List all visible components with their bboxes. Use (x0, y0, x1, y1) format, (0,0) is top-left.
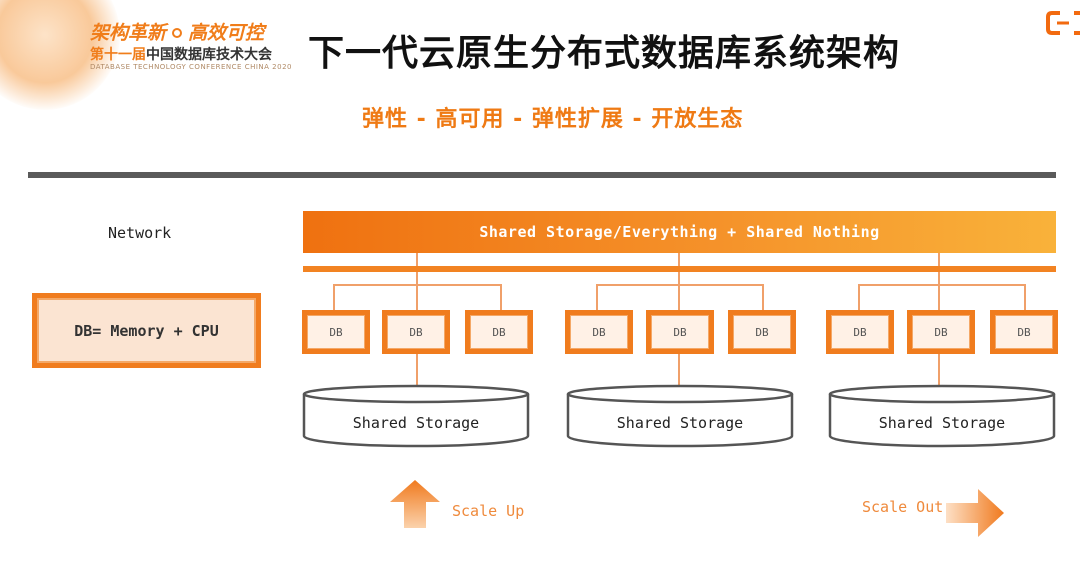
connector-line (938, 272, 940, 285)
shared-storage-bar: Shared Storage/Everything + Shared Nothi… (303, 211, 1056, 253)
db-formula-box: DB= Memory + CPU (32, 293, 261, 368)
slide-subtitle: 弹性 - 高可用 - 弹性扩展 - 开放生态 (362, 107, 744, 132)
conference-title: 中国数据库技术大会 (146, 47, 272, 63)
scale-out-label: Scale Out (862, 498, 944, 516)
connector-line (678, 272, 680, 285)
db-node: DB (990, 310, 1058, 354)
connector-line (858, 284, 860, 310)
shared-storage-cylinder: Shared Storage (302, 384, 530, 448)
connector-line (596, 284, 764, 286)
connector-line (678, 284, 680, 310)
connector-line (678, 253, 680, 266)
cylinder-icon (566, 384, 794, 448)
connector-line (858, 284, 1026, 286)
db-node: DB (907, 310, 975, 354)
circle-icon (172, 27, 183, 38)
connector-line (416, 253, 418, 266)
connector-line (333, 284, 335, 310)
db-node: DB (728, 310, 796, 354)
connector-line (1024, 284, 1026, 310)
shared-storage-cylinder: Shared Storage (566, 384, 794, 448)
slogan-right: 高效可控 (188, 22, 265, 44)
network-label: Network (108, 224, 172, 242)
db-node-label: DB (387, 315, 445, 349)
db-node-label: DB (570, 315, 628, 349)
shared-storage-cylinder: Shared Storage (828, 384, 1056, 448)
shared-storage-label: Shared Storage (616, 414, 744, 432)
connector-line (938, 354, 940, 386)
conference-ordinal: 第十一届 (90, 47, 146, 63)
slogan-left: 架构革新 (90, 22, 167, 44)
connector-line (416, 272, 418, 285)
db-node-label: DB (912, 315, 970, 349)
db-node: DB (465, 310, 533, 354)
connector-line (938, 284, 940, 310)
conference-english-name: DATABASE TECHNOLOGY CONFERENCE CHINA 202… (90, 63, 292, 71)
shared-storage-label: Shared Storage (352, 414, 480, 432)
connector-line (416, 284, 418, 310)
db-node-label: DB (307, 315, 365, 349)
connector-line (416, 354, 418, 386)
db-node: DB (302, 310, 370, 354)
connector-line (500, 284, 502, 310)
divider (28, 172, 1056, 178)
db-node-label: DB (651, 315, 709, 349)
db-node: DB (382, 310, 450, 354)
conference-name: 第十一届中国数据库技术大会 (90, 44, 272, 64)
connector-line (762, 284, 764, 310)
arrow-right-icon (946, 489, 1004, 537)
connector-line (678, 354, 680, 386)
arrow-up-icon (390, 480, 440, 528)
connector-line (938, 253, 940, 266)
connector-line (596, 284, 598, 310)
network-bus (303, 266, 1056, 272)
db-node: DB (646, 310, 714, 354)
slide-title: 下一代云原生分布式数据库系统架构 (308, 33, 901, 74)
brand-logo-icon (1046, 11, 1080, 35)
cylinder-icon (828, 384, 1056, 448)
shared-storage-label: Shared Storage (878, 414, 1006, 432)
db-node: DB (565, 310, 633, 354)
conference-slogan: 架构革新高效可控 (90, 18, 264, 45)
scale-up-label: Scale Up (452, 502, 525, 520)
db-node-label: DB (831, 315, 889, 349)
db-node-label: DB (995, 315, 1053, 349)
cylinder-icon (302, 384, 530, 448)
db-node-label: DB (733, 315, 791, 349)
db-node-label: DB (470, 315, 528, 349)
db-formula-text: DB= Memory + CPU (37, 298, 256, 363)
db-node: DB (826, 310, 894, 354)
